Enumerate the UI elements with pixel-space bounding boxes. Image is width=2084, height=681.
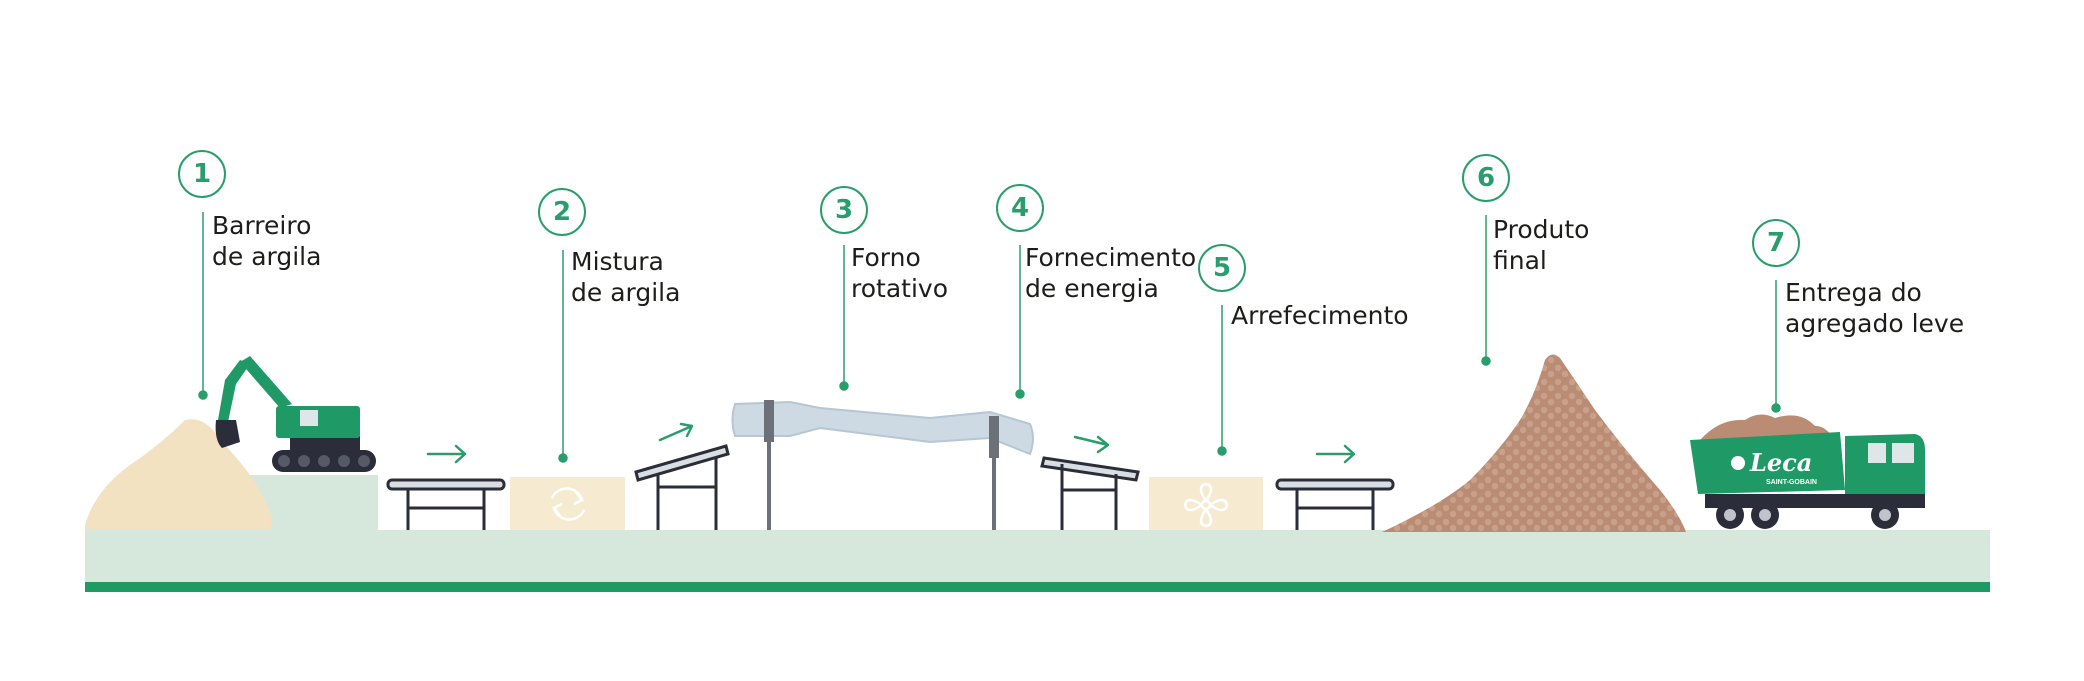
flow-arrow <box>1073 435 1110 454</box>
fan-icon <box>1183 482 1229 528</box>
step-label-line: Entrega do <box>1785 278 1922 307</box>
step-label: Arrefecimento <box>1231 300 1409 331</box>
inclined-conveyor <box>1040 456 1140 530</box>
step-label-line: Fornecimento <box>1025 243 1197 272</box>
rotary-kiln-icon <box>731 400 1034 530</box>
cooler-box <box>1149 477 1263 530</box>
clay-pile <box>85 419 272 530</box>
truck-sub-brand: SAINT-GOBAIN <box>1766 479 1817 486</box>
aggregate-pile-icon <box>1382 354 1686 532</box>
leader-line-1 <box>198 212 208 400</box>
step-label: Produto final <box>1493 214 1589 276</box>
truck-brand: Leca <box>1749 448 1812 477</box>
step-number-badge: 3 <box>820 186 868 234</box>
step-label-line: de energia <box>1025 274 1159 303</box>
ground-stripe <box>85 582 1990 592</box>
leader-line-2 <box>558 250 568 463</box>
step-label-line: final <box>1493 246 1547 275</box>
conveyor-belt <box>386 478 506 530</box>
step-label: Forno rotativo <box>851 242 948 304</box>
step-label: Barreiro de argila <box>212 210 321 272</box>
step-number-badge: 4 <box>996 184 1044 232</box>
leader-line-7 <box>1771 280 1781 413</box>
dump-truck-icon: Leca SAINT-GOBAIN <box>1690 414 1925 529</box>
rotate-arrows-icon <box>550 487 586 521</box>
step-label: Mistura de argila <box>571 246 680 308</box>
step-label-line: agregado leve <box>1785 309 1965 338</box>
step-number-badge: 7 <box>1752 219 1800 267</box>
flow-arrow <box>426 444 467 464</box>
step-label-line: Barreiro <box>212 211 312 240</box>
step-label-line: de argila <box>571 278 681 307</box>
step-number-badge: 1 <box>178 150 226 198</box>
leader-line-5 <box>1217 305 1227 456</box>
step-label-line: Arrefecimento <box>1231 301 1409 330</box>
step-label-line: Mistura <box>571 247 664 276</box>
mixer-box <box>510 477 625 530</box>
inclined-conveyor <box>634 444 730 530</box>
flow-arrow <box>1315 444 1356 464</box>
step-label-line: de argila <box>212 242 322 271</box>
step-label-line: Forno <box>851 243 921 272</box>
leader-line-3 <box>839 245 849 391</box>
excavator-icon <box>215 356 376 472</box>
leca-logo: Leca SAINT-GOBAIN <box>1731 448 1817 486</box>
ground <box>85 530 1990 582</box>
flow-arrow <box>658 422 694 442</box>
step-label: Entrega do agregado leve <box>1785 277 1964 339</box>
step-number-badge: 6 <box>1462 154 1510 202</box>
step-label: Fornecimento de energia <box>1025 242 1196 304</box>
step-number-badge: 2 <box>538 188 586 236</box>
step-number-badge: 5 <box>1198 244 1246 292</box>
step-label-line: Produto <box>1493 215 1590 244</box>
step-label-line: rotativo <box>851 274 948 303</box>
leader-line-6 <box>1481 215 1491 366</box>
conveyor-belt <box>1275 478 1395 530</box>
leader-line-4 <box>1015 245 1025 399</box>
